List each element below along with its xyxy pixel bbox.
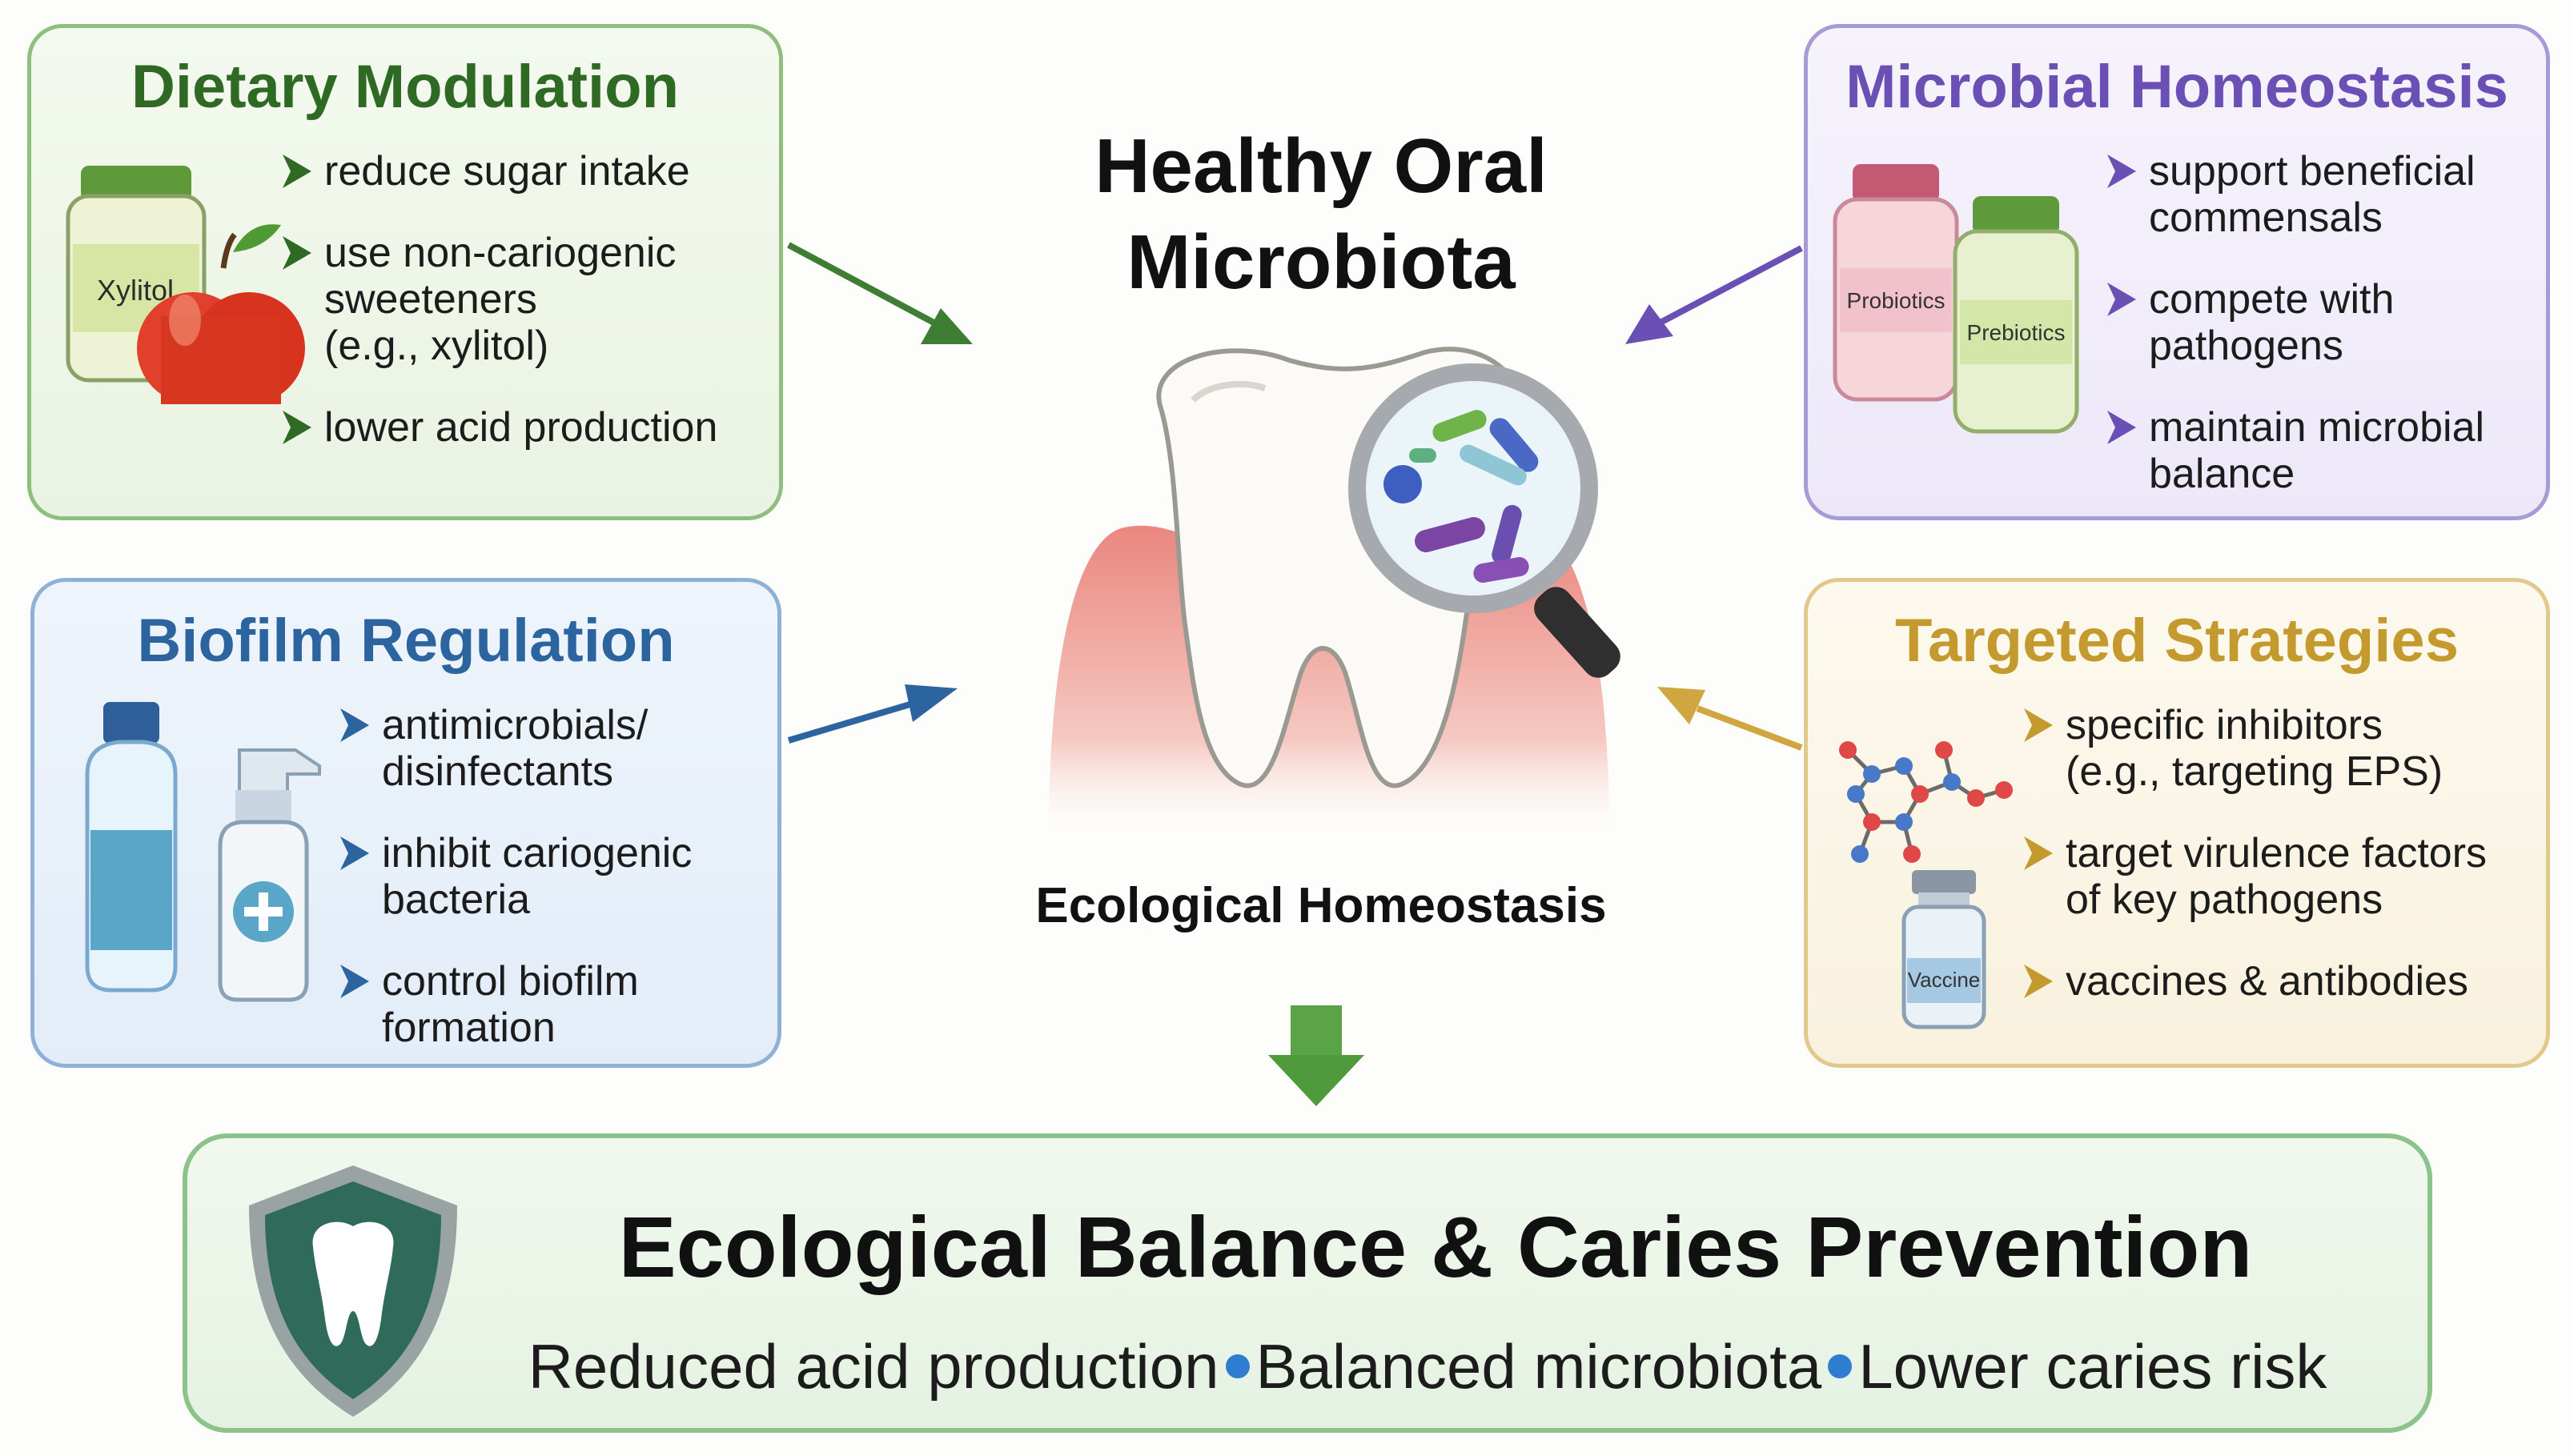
outcome-point: Lower caries risk: [1858, 1331, 2327, 1402]
arrow-dietary: [787, 242, 973, 344]
biofilm-regulation-panel: Biofilm Regulation antimicrobials/ disin…: [30, 578, 781, 1068]
microbial-item-line: balance: [2149, 451, 2295, 497]
biofilm-item-line: disinfectants: [382, 748, 614, 795]
microbial-item-line: pathogens: [2149, 323, 2343, 369]
xylitol-apple-icon: Xylitol: [66, 166, 305, 404]
microbial-homeostasis-panel: Microbial Homeostasis Probiotics Prebiot…: [1804, 24, 2550, 520]
dietary-item-line: use non-cariogenic: [324, 230, 677, 276]
dietary-item: use non-cariogenic sweeteners (e.g., xyl…: [281, 230, 793, 369]
shield-tooth-icon: [249, 1165, 457, 1417]
microbial-item: maintain microbial balance: [2106, 404, 2538, 497]
outcome-title: Ecological Balance & Caries Prevention: [618, 1198, 2253, 1295]
probiotics-prebiotics-icon: Probiotics Prebiotics: [1833, 164, 2079, 434]
targeted-item-line: target virulence factors: [2066, 830, 2488, 876]
mouthwash-spray-icon: [85, 702, 321, 1002]
biofilm-item-line: formation: [382, 1005, 556, 1051]
dietary-modulation-panel: Dietary Modulation Xylitol reduce sugar …: [27, 24, 783, 520]
dietary-item-line: sweeteners: [324, 276, 537, 323]
biofilm-item: antimicrobials/ disinfectants: [339, 702, 771, 795]
targeted-item: specific inhibitors (e.g., targeting EPS…: [2022, 702, 2543, 795]
ecological-homeostasis-label: Ecological Homeostasis: [1035, 878, 1607, 933]
tooth-with-magnifier-icon: [1049, 347, 1620, 832]
biofilm-item-line: antimicrobials/: [382, 702, 649, 748]
targeted-item-line: (e.g., targeting EPS): [2066, 748, 2443, 795]
outcome-point: Reduced acid production: [528, 1331, 1219, 1402]
biofilm-regulation-title: Biofilm Regulation: [137, 607, 675, 675]
bullet-arrow-icon: [2107, 411, 2136, 444]
xylitol-label: Xylitol: [97, 274, 174, 307]
molecule-vaccine-icon: Vaccine: [1839, 741, 2013, 1029]
bullet-arrow-icon: [283, 411, 311, 444]
biofilm-item: inhibit cariogenic bacteria: [339, 830, 771, 923]
dietary-modulation-title: Dietary Modulation: [131, 53, 680, 121]
microbial-item: support beneficial commensals: [2106, 148, 2538, 241]
targeted-strategies-title: Targeted Strategies: [1895, 607, 2459, 675]
bullet-arrow-icon: [2024, 708, 2053, 742]
microbial-homeostasis-title: Microbial Homeostasis: [1845, 53, 2508, 121]
microbial-item-line: support beneficial: [2149, 148, 2476, 195]
microbial-item-line: compete with: [2149, 276, 2395, 323]
bullet-arrow-icon: [340, 965, 369, 998]
biofilm-item-line: control biofilm: [382, 958, 639, 1005]
bullet-arrow-icon: [2024, 965, 2053, 998]
bullet-arrow-icon: [283, 236, 311, 270]
microbial-item: compete with pathogens: [2106, 276, 2538, 369]
biofilm-item-line: bacteria: [382, 876, 530, 923]
microbial-item-line: commensals: [2149, 195, 2383, 241]
down-arrow-icon: [1268, 1005, 1364, 1106]
center-title-line: Healthy Oral: [1094, 123, 1548, 209]
dietary-item: lower acid production: [281, 404, 793, 451]
prebiotics-label: Prebiotics: [1967, 320, 2066, 345]
microbial-item-line: maintain microbial: [2149, 404, 2485, 451]
probiotics-label: Probiotics: [1847, 288, 1946, 313]
bullet-dot-icon: [1225, 1354, 1250, 1379]
biofilm-item: control biofilm formation: [339, 958, 771, 1051]
bullet-dot-icon: [1828, 1354, 1853, 1379]
dietary-item: reduce sugar intake: [281, 148, 793, 195]
bullet-arrow-icon: [340, 708, 369, 742]
targeted-item: vaccines & antibodies: [2022, 958, 2543, 1005]
center-title-line: Microbiota: [1126, 219, 1516, 305]
dietary-item-line: reduce sugar intake: [324, 148, 690, 195]
center-title: Healthy Oral Microbiota: [1001, 118, 1641, 311]
bullet-arrow-icon: [340, 836, 369, 870]
targeted-item-line: vaccines & antibodies: [2066, 958, 2468, 1005]
bullet-arrow-icon: [2107, 283, 2136, 316]
outcome-point: Balanced microbiota: [1255, 1331, 1822, 1402]
bullet-arrow-icon: [2107, 154, 2136, 188]
arrow-biofilm: [787, 684, 958, 744]
vaccine-label: Vaccine: [1908, 968, 1981, 992]
dietary-item-line: (e.g., xylitol): [324, 323, 549, 369]
outcome-panel: Ecological Balance & Caries Prevention R…: [183, 1133, 2432, 1433]
targeted-item-line: of key pathogens: [2066, 876, 2383, 923]
arrow-microbial: [1625, 245, 1803, 344]
dietary-item-line: lower acid production: [324, 404, 718, 451]
targeted-item: target virulence factors of key pathogen…: [2022, 830, 2543, 923]
targeted-strategies-panel: Targeted Strategies Vaccine specific inh…: [1804, 578, 2550, 1068]
arrow-targeted: [1657, 687, 1803, 751]
targeted-item-line: specific inhibitors: [2066, 702, 2383, 748]
bullet-arrow-icon: [2024, 836, 2053, 870]
biofilm-item-line: inhibit cariogenic: [382, 830, 693, 876]
bullet-arrow-icon: [283, 154, 311, 188]
